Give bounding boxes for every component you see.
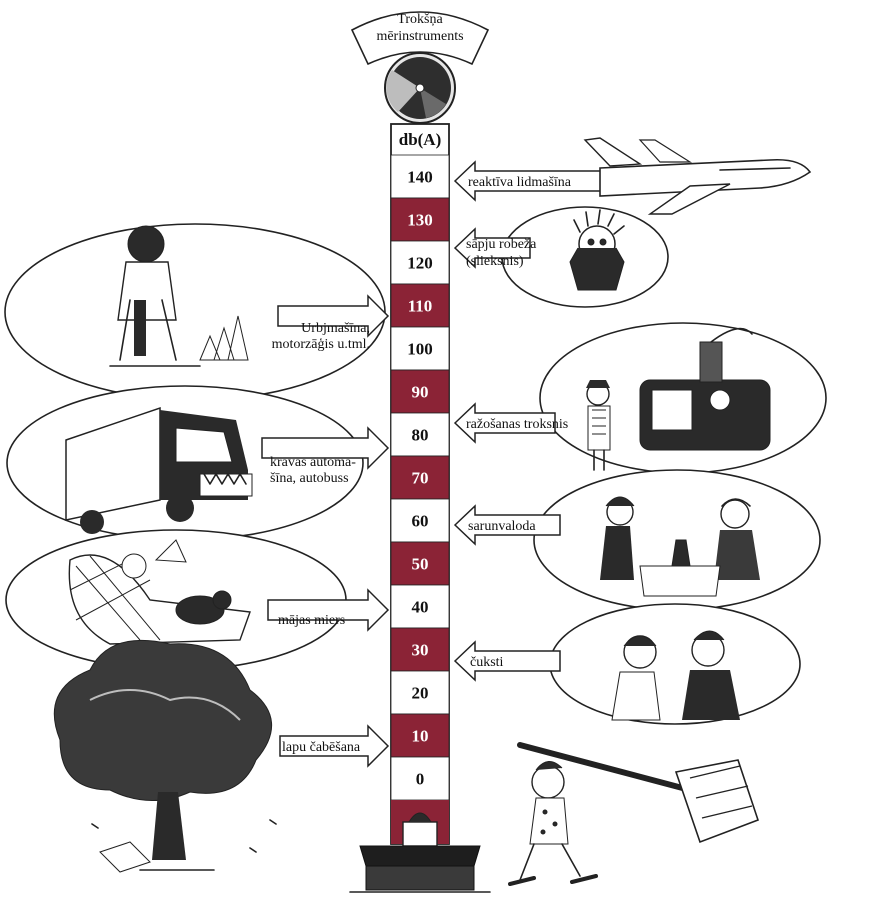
- scale-value-label: 50: [412, 555, 429, 574]
- label-talk: sarunvaloda: [468, 519, 536, 534]
- scale-value-label: 10: [412, 727, 429, 746]
- scale-cell: [390, 283, 450, 328]
- conversation-source: sarunvaloda: [453, 469, 821, 611]
- scale-unit: db(A): [399, 130, 442, 149]
- home-quiet-source: mājas miers: [5, 529, 390, 671]
- scale-value-label: 130: [407, 211, 433, 230]
- man-resting-under-tree-illustration: [53, 639, 277, 873]
- scale-value-label: 120: [407, 254, 433, 273]
- man-reading-illustration: [68, 539, 251, 645]
- truck-source: kravas automa- šīna, autobuss: [6, 385, 390, 541]
- label-leaves: lapu čabēšana: [282, 740, 361, 755]
- scale-cell: [390, 713, 450, 758]
- scale-cell: [390, 541, 450, 586]
- scale-value-label: 0: [416, 770, 425, 789]
- scale-cell: [390, 240, 450, 285]
- scale-value-label: 80: [412, 426, 429, 445]
- leaves-source: lapu čabēšana: [53, 639, 390, 873]
- scale-cell: [390, 670, 450, 715]
- worker-with-jackhammer-illustration: [109, 225, 249, 367]
- scale-cell: [390, 627, 450, 672]
- gauge-dial-icon: [384, 52, 456, 124]
- scale-value-label: 90: [412, 383, 429, 402]
- whisper-source: čuksti: [453, 603, 801, 725]
- meter-banner: Trokšņa mērinstruments: [350, 11, 490, 66]
- two-people-whispering-illustration: [611, 630, 740, 721]
- label-home: mājas miers: [278, 613, 345, 628]
- label-jet: reaktīva lidmašīna: [468, 175, 572, 190]
- boy-with-mallet-illustration: [508, 742, 760, 886]
- factory-machine-illustration: [586, 327, 771, 471]
- scale-value-label: 100: [407, 340, 433, 359]
- truck-with-teeth-illustration: [65, 406, 253, 534]
- scale-value-label: 40: [412, 598, 429, 617]
- scale-value-label: 60: [412, 512, 429, 531]
- label-pain-line1: sāpju robeža: [466, 237, 537, 252]
- scale-cell: [390, 584, 450, 629]
- scale-cell: [390, 498, 450, 543]
- meter-base: [349, 812, 491, 893]
- scale-cell: [390, 455, 450, 500]
- meter-title-line1: Trokšņa: [397, 12, 443, 27]
- scale-cell: [390, 154, 450, 199]
- scale-value-label: 140: [407, 168, 433, 187]
- scale-cell: [390, 412, 450, 457]
- label-truck-line1: kravas automa-: [270, 455, 356, 470]
- label-industry: ražošanas troksnis: [466, 417, 568, 432]
- scale-value-label: 70: [412, 469, 429, 488]
- jackhammer-source: Urbjmašīna, motorzāģis u.tml.: [4, 223, 390, 401]
- jet-source: reaktīva lidmašīna: [453, 137, 812, 215]
- person-covering-ears-illustration: [569, 209, 625, 291]
- pain-threshold-source: sāpju robeža (slieksnis): [453, 206, 669, 308]
- label-truck-line2: šīna, autobuss: [270, 471, 349, 486]
- scale-value-label: 110: [408, 297, 433, 316]
- scale-value-label: 30: [412, 641, 429, 660]
- scale-cell: [390, 756, 450, 801]
- scale-value-label: 20: [412, 684, 429, 703]
- jet-airplane-illustration: [583, 137, 812, 215]
- label-whisper: čuksti: [470, 655, 504, 670]
- label-drill-line2: motorzāģis u.tml.: [272, 336, 370, 352]
- meter-title-line2: mērinstruments: [376, 29, 463, 44]
- industry-source: ražošanas troksnis: [453, 322, 827, 474]
- label-pain-line2: (slieksnis): [466, 254, 524, 269]
- scale-cell: [390, 197, 450, 242]
- label-drill-line1: Urbjmašīna,: [301, 321, 370, 336]
- two-people-talking-illustration: [600, 496, 760, 597]
